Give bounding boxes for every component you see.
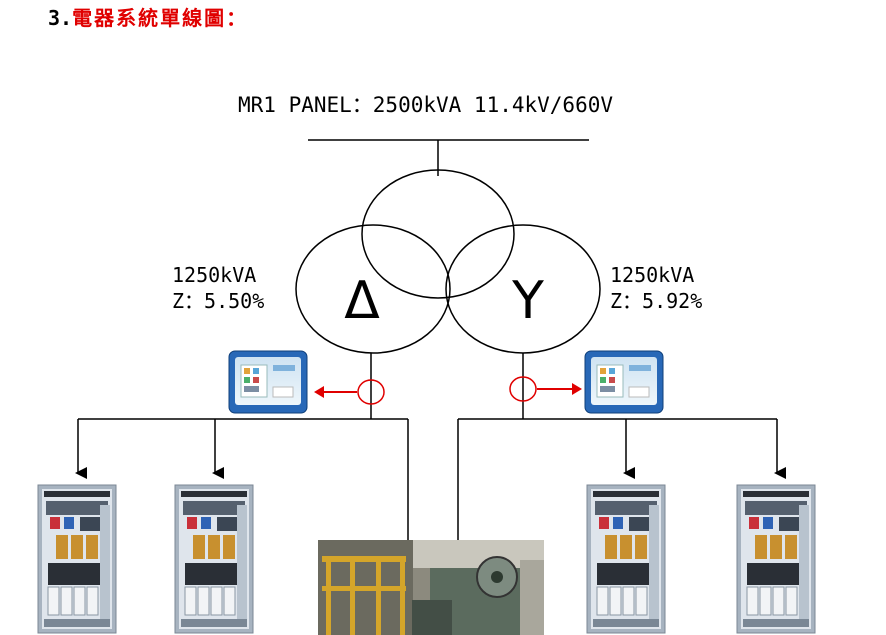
right-power-monitor xyxy=(585,351,663,413)
transformer-top-winding xyxy=(362,170,514,298)
left-ct-arrowhead xyxy=(314,386,324,398)
drive-cabinet-4 xyxy=(737,485,815,633)
right-ct-arrowhead xyxy=(572,383,582,395)
drive-cabinet-3 xyxy=(587,485,665,633)
delta-symbol: Δ xyxy=(344,271,380,331)
drive-cabinet-2 xyxy=(175,485,253,633)
left-power-monitor xyxy=(229,351,307,413)
drive-cabinet-1 xyxy=(38,485,116,633)
machine-photo xyxy=(318,540,544,635)
wye-symbol: Y xyxy=(511,271,544,331)
